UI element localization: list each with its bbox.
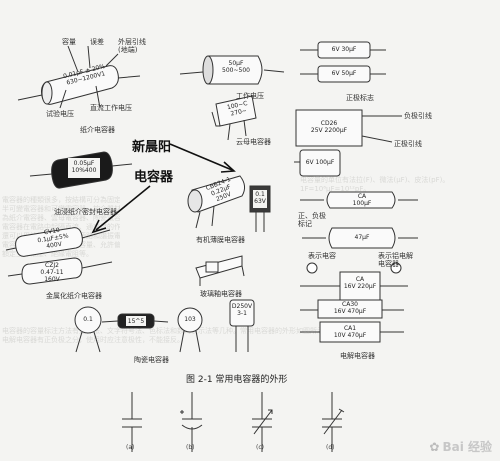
background-text-lower: 电容器的容量标注方法有直标法、文字符号法、色标法和数码表示法等几种。常用电容器的…	[2, 327, 331, 344]
label-positive-lead: 正极引线	[394, 140, 422, 148]
background-text-right: 电容量的单位有法拉(F)、微法(μF)、皮法(pF)。1F=10⁶μF=10¹²…	[300, 176, 450, 193]
label-negative-lead: 负极引线	[404, 112, 432, 120]
czj2-mark: CZJ2 0.47-11 160V	[40, 262, 64, 283]
axial-electrolytic-1	[326, 191, 396, 209]
small-cap-mark: 6V 100μF	[305, 159, 335, 166]
oil-paper-mark: 0.05μF 10%400	[71, 160, 97, 174]
paper-capacitor	[41, 65, 119, 105]
axial-electrolytic-2	[328, 227, 396, 249]
title-mica: 云母电容器	[236, 138, 271, 146]
label-test-voltage: 试验电压	[46, 110, 74, 118]
symbol-a-label: (a)	[126, 444, 135, 451]
title-ceramic: 陶瓷电容器	[134, 356, 169, 364]
top-mark-1: 6V 30μF	[331, 46, 357, 53]
electrolytic-ca1	[319, 321, 381, 343]
label-lead: 外层引线 (地端)	[118, 38, 146, 54]
cylinder-mark: 50μF 500~500	[222, 60, 250, 74]
symbol-d	[322, 392, 345, 452]
watermark: ✿Bai 经验	[429, 438, 492, 455]
label-error: 误差	[90, 38, 104, 46]
dip-mark: D250V 3-1	[231, 303, 253, 317]
arrow-2	[95, 185, 151, 231]
figure-caption: 图 2-1 常用电容器的外形	[186, 375, 288, 385]
label-electrolytic-mark: 表示铝电解 电容器	[378, 252, 413, 268]
electrolytic-cd26	[295, 109, 363, 147]
title-metal-paper: 金属化纸介电容器	[46, 292, 102, 300]
electrolytic-small	[299, 149, 341, 177]
dipped-capacitor	[229, 299, 255, 327]
symbol-a	[122, 392, 142, 452]
arrow-1	[169, 143, 233, 171]
top-mark-2: 6V 50μF	[331, 70, 357, 77]
paw-icon: ✿	[429, 440, 440, 454]
ca30-mark: CA30 16V 470μF	[333, 301, 367, 315]
box-mark: 0.1 63V	[254, 191, 266, 205]
metal-paper-capacitor-2	[21, 257, 83, 285]
title-electrolytic: 电解电容器	[340, 352, 375, 360]
title-oil-paper: 油浸纸介密封电容器	[54, 208, 117, 216]
label-capacity-2: 表示电容	[308, 252, 336, 260]
label-working-voltage: 工作电压	[236, 92, 264, 100]
label-pos-neg: 正、负极 标记	[298, 212, 326, 228]
annotation-brand: 新晨阳	[132, 140, 172, 155]
axial-2-mark: 47μF	[354, 234, 370, 241]
title-glass-glaze: 玻璃釉电容器	[200, 290, 242, 298]
ca1-mark: CA1 10V 470μF	[333, 325, 367, 339]
glass-glaze-capacitor	[195, 255, 243, 279]
disc-left-mark: 0.1	[83, 316, 93, 323]
metal-paper-capacitor-1	[15, 227, 83, 257]
disc-mid-mark: 103	[184, 316, 196, 323]
label-dc-voltage: 直流工作电压	[90, 104, 132, 112]
cd26-mark: CD26 25V 2200μF	[310, 120, 348, 134]
label-capacity: 容量	[62, 38, 76, 46]
ca-mark: CA 16V 220μF	[343, 276, 377, 290]
tube-mark: 15^5	[127, 318, 145, 325]
watermark-text: Bai 经验	[442, 440, 492, 454]
title-organic-film: 有机薄膜电容器	[196, 236, 245, 244]
title-paper: 纸介电容器	[80, 126, 115, 134]
symbol-c	[252, 392, 273, 452]
ceramic-disc-left	[74, 306, 102, 334]
electrolytic-ca30	[317, 299, 383, 319]
symbol-b-label: (b)	[186, 444, 195, 451]
symbol-b	[180, 392, 203, 452]
ceramic-disc-mid	[177, 307, 203, 333]
label-positive: 正极标志	[346, 94, 374, 102]
annotation-subject: 电容器	[134, 170, 174, 185]
mica-capacitor	[215, 95, 257, 127]
axial-1-mark: CA 100μF	[352, 193, 372, 207]
symbol-d-label: (d)	[326, 444, 335, 451]
symbol-c-label: (c)	[256, 444, 264, 451]
